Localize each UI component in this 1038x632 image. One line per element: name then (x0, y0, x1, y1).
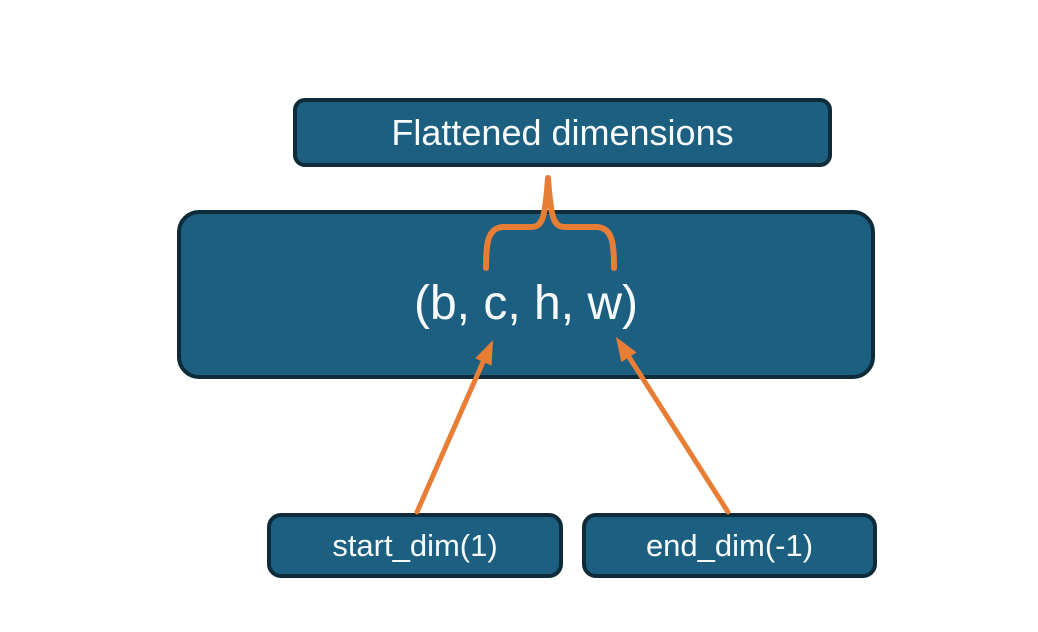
end-dim-label: end_dim(-1) (645, 528, 814, 563)
flattened-dimensions-label: Flattened dimensions (391, 111, 734, 153)
node-flattened-dimensions: Flattened dimensions (293, 98, 832, 167)
tensor-shape-label: (b, c, h, w) (413, 276, 639, 330)
node-tensor-shape: (b, c, h, w) (177, 210, 875, 379)
start-dim-label: start_dim(1) (332, 528, 498, 563)
start-dim-arrow-shaft (414, 359, 486, 515)
end-dim-arrow-shaft (626, 354, 731, 515)
node-start-dim: start_dim(1) (267, 513, 563, 578)
node-end-dim: end_dim(-1) (582, 513, 877, 578)
